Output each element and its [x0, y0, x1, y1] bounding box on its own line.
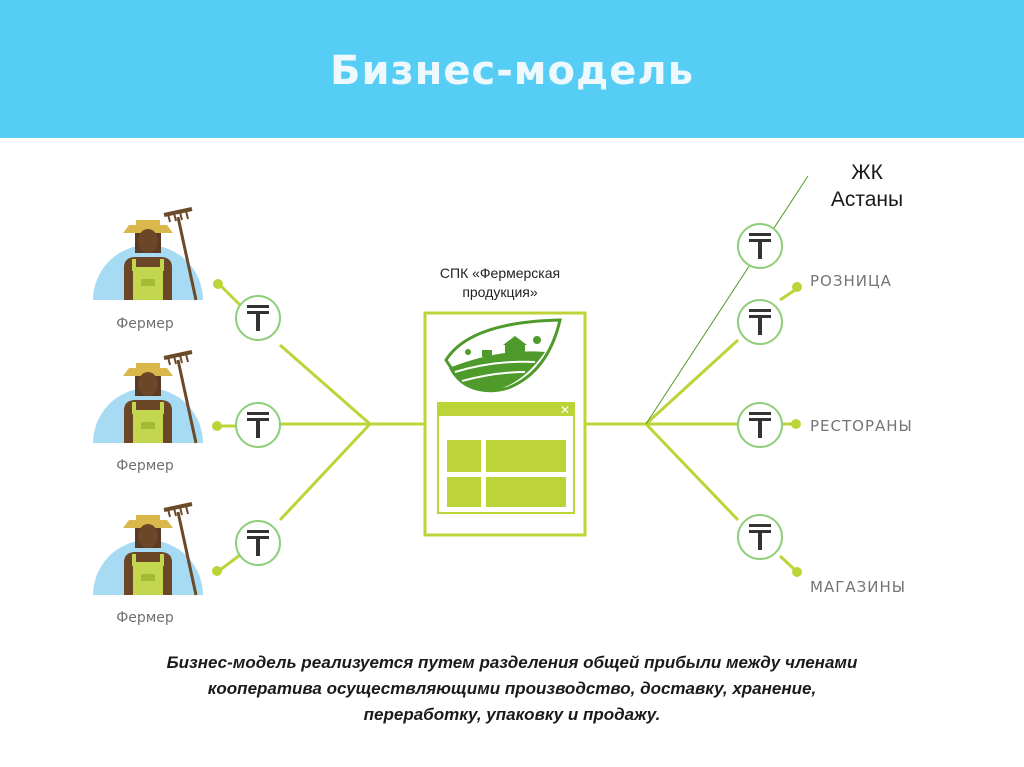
center-caption: СПК «Фермерская продукция»: [400, 264, 600, 302]
tenge-coin-icon-right-4: [737, 514, 783, 560]
tenge-coin-icon-left-2: [235, 402, 281, 448]
left-connector-lines: [218, 283, 425, 572]
app-window-icon: ✕: [437, 402, 575, 514]
center-caption-line2: продукция»: [462, 284, 538, 300]
tenge-coin-icon-left-1: [235, 295, 281, 341]
outlet-label-shops: МАГАЗИНЫ: [810, 578, 906, 596]
farmer-icon-3: [91, 502, 205, 597]
zhk-line1: ЖК: [851, 161, 883, 184]
right-dot-1: [792, 282, 802, 292]
header-bar: Бизнес-модель: [0, 0, 1024, 138]
farmer-label-2: Фермер: [116, 458, 174, 474]
right-dot-3: [792, 567, 802, 577]
farmer-label-1: Фермер: [116, 316, 174, 332]
farmer-label-3: Фермер: [116, 610, 174, 626]
left-dot-3: [212, 566, 222, 576]
left-dot-2: [212, 421, 222, 431]
bottom-description: Бизнес-модель реализуется путем разделен…: [80, 650, 944, 728]
zhk-connector-line: [645, 175, 809, 425]
left-dot-1: [213, 279, 223, 289]
outlet-label-retail: РОЗНИЦА: [810, 272, 892, 290]
farm-leaf-logo-icon: [444, 318, 562, 393]
tenge-coin-icon-right-2: [737, 299, 783, 345]
zhk-line2: Астаны: [830, 188, 904, 211]
right-dot-2: [791, 419, 801, 429]
center-caption-line1: СПК «Фермерская: [439, 265, 561, 281]
page-title: Бизнес-модель: [329, 48, 695, 94]
bottom-text-line3: переработку, упаковку и продажу.: [363, 705, 661, 724]
tenge-coin-icon-right-1: [737, 223, 783, 269]
farmer-icon-2: [91, 350, 205, 445]
tenge-coin-icon-right-3: [737, 402, 783, 448]
bottom-text-line1: Бизнес-модель реализуется путем разделен…: [166, 653, 858, 672]
zhk-label: ЖК Астаны: [822, 159, 912, 213]
bottom-text-line2: кооператива осуществляющими производство…: [207, 679, 817, 698]
right-connector-lines: [585, 288, 797, 572]
farmer-icon-1: [91, 207, 205, 302]
svg-text:✕: ✕: [560, 403, 570, 417]
tenge-coin-icon-left-3: [235, 520, 281, 566]
outlet-label-restaurants: РЕСТОРАНЫ: [810, 417, 913, 435]
